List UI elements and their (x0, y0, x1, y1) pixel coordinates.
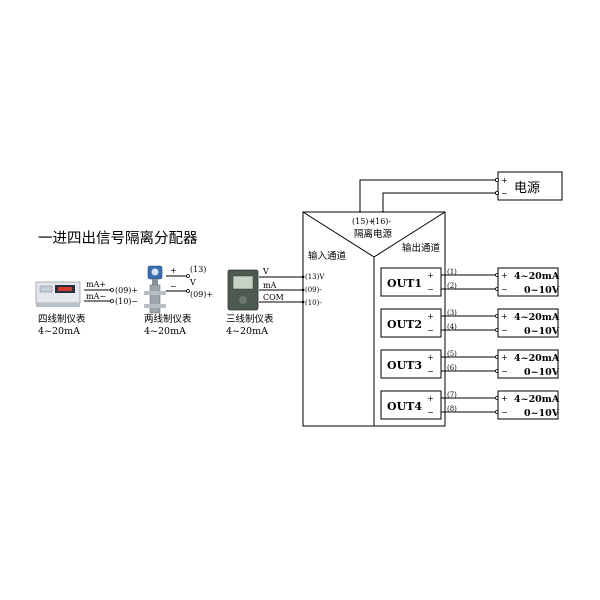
input-terminal-13 (301, 275, 305, 279)
input-terminal-10-label: (10)- (305, 299, 322, 307)
two-wire-v-label: V (189, 278, 196, 287)
load-signal-current-2: 4~20mA (514, 312, 560, 323)
input-terminal-09 (301, 288, 305, 292)
two-wire-instrument-image (144, 265, 166, 314)
four-wire-ma-plus: mA+ (86, 280, 106, 289)
out-plus-sign-2: + (427, 312, 434, 321)
load-plus-sign-4: + (501, 394, 508, 403)
load-signal-voltage-2: 0~10V (524, 326, 560, 337)
load-minus-sign-2: − (501, 326, 508, 335)
diagram-title: 一进四出信号隔离分配器 (38, 230, 198, 247)
output-channel-label: 输出通道 (402, 242, 441, 254)
load-signal-voltage-4: 0~10V (524, 408, 560, 419)
load-minus-sign-3: − (501, 367, 508, 376)
load-box-1 (497, 267, 559, 297)
load-signal-current-4: 4~20mA (514, 394, 560, 405)
input-terminal-09-label: (09)- (305, 286, 322, 294)
out-plus-sign-3: + (427, 353, 434, 362)
load-plus-sign-1: + (501, 271, 508, 280)
power-supply-label: 电源 (514, 181, 540, 196)
out-box-4 (380, 390, 442, 420)
out-label-4: OUT4 (387, 400, 422, 413)
out-box-1 (380, 267, 442, 297)
out-plus-sign-4: + (427, 394, 434, 403)
four-wire-terminal-09-label: (09)+ (115, 286, 138, 295)
out-box-2 (380, 308, 442, 338)
out-terminal-plus-label-4: (7) (447, 391, 457, 399)
three-wire-range: 4~20mA (226, 326, 268, 337)
power-wire-plus (359, 179, 496, 212)
out-plus-sign-1: + (427, 271, 434, 280)
four-wire-ma-minus: mA− (86, 292, 106, 301)
four-wire-terminal-10-label: (10)− (115, 297, 138, 306)
input-channel-label: 输入通道 (308, 250, 347, 262)
input-terminal-13-label: (13)V (305, 273, 325, 281)
four-wire-range: 4~20mA (38, 326, 80, 337)
divider-right (373, 211, 446, 258)
terminal-15-label: (15)+ (352, 217, 375, 226)
out-label-1: OUT1 (387, 277, 422, 290)
three-wire-v-label: V (262, 267, 269, 276)
out-label-2: OUT2 (387, 318, 422, 331)
load-box-4 (497, 390, 559, 420)
two-wire-plus-sign: + (170, 266, 177, 275)
out-terminal-plus-label-2: (3) (447, 309, 457, 317)
out-label-3: OUT3 (387, 359, 422, 372)
two-wire-name: 两线制仪表 (144, 313, 192, 325)
three-wire-com-label: COM (263, 293, 284, 302)
four-wire-terminal-09 (110, 288, 114, 292)
load-box-3 (497, 349, 559, 379)
terminal-16-label: (16)- (372, 217, 391, 226)
two-wire-minus-sign: − (170, 282, 177, 291)
out-minus-sign-2: − (427, 326, 434, 335)
power-plus-sign: + (501, 176, 508, 185)
power-wire-minus (382, 192, 496, 212)
output-channels: OUT1+−(1)(2)+−4~20mA0~10VOUT2+−(3)(4)+−4… (380, 267, 560, 420)
input-terminal-10 (301, 300, 305, 304)
two-wire-terminal-09-label: (09)+ (190, 290, 213, 299)
out-terminal-minus-label-1: (2) (447, 282, 457, 290)
two-wire-terminal-13-label: (13) (190, 265, 206, 274)
load-signal-voltage-1: 0~10V (524, 285, 560, 296)
four-wire-name: 四线制仪表 (38, 313, 86, 325)
load-signal-current-3: 4~20mA (514, 353, 560, 364)
out-minus-sign-3: − (427, 367, 434, 376)
load-signal-voltage-3: 0~10V (524, 367, 560, 378)
four-wire-instrument-image (35, 281, 81, 307)
out-terminal-plus-label-1: (1) (447, 268, 457, 276)
three-wire-name: 三线制仪表 (226, 313, 274, 325)
divider-left (302, 211, 375, 258)
out-terminal-minus-label-3: (6) (447, 364, 457, 372)
two-wire-terminal-13 (186, 274, 190, 278)
out-minus-sign-4: − (427, 408, 434, 417)
four-wire-terminal-10 (110, 299, 114, 303)
out-minus-sign-1: − (427, 285, 434, 294)
load-plus-sign-2: + (501, 312, 508, 321)
power-supply-box (497, 171, 563, 201)
isolated-power-label: 隔离电源 (354, 228, 393, 240)
load-plus-sign-3: + (501, 353, 508, 362)
out-terminal-minus-label-4: (8) (447, 405, 457, 413)
load-minus-sign-4: − (501, 408, 508, 417)
power-minus-sign: − (501, 189, 508, 198)
out-box-3 (380, 349, 442, 379)
three-wire-instrument-image (227, 269, 259, 311)
two-wire-terminal-09 (186, 289, 190, 293)
out-terminal-minus-label-2: (4) (447, 323, 457, 331)
three-wire-ma-label: mA (263, 281, 277, 290)
out-terminal-plus-label-3: (5) (447, 350, 457, 358)
two-wire-range: 4~20mA (144, 326, 186, 337)
load-box-2 (497, 308, 559, 338)
load-minus-sign-1: − (501, 285, 508, 294)
load-signal-current-1: 4~20mA (514, 271, 560, 282)
